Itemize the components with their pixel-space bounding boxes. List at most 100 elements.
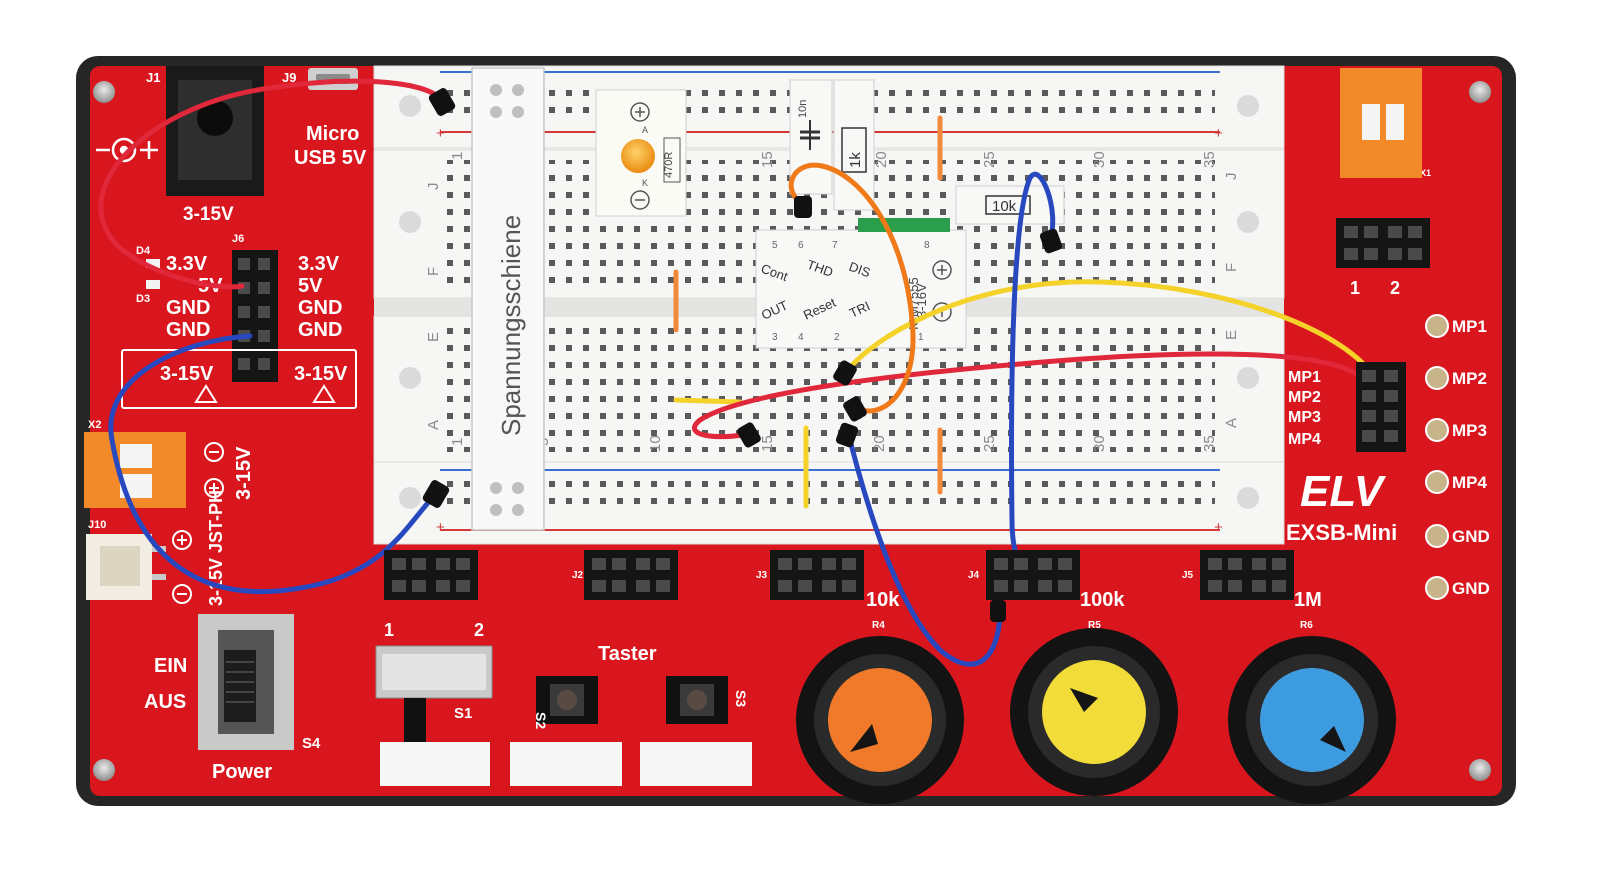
dc-input-label: 3-15V bbox=[183, 204, 234, 225]
mp2-label: MP2 bbox=[1452, 369, 1487, 388]
pot-value-10k: 10k bbox=[866, 589, 900, 611]
col-number-bottom-20: 20 bbox=[871, 435, 888, 452]
header-j5[interactable] bbox=[1200, 550, 1294, 600]
knob-1m[interactable] bbox=[1228, 636, 1396, 804]
rail-plus-bottom-right: + bbox=[1214, 519, 1223, 536]
col-number-top-20: 20 bbox=[873, 151, 890, 168]
pin-right-3-15v: 3-15V bbox=[294, 363, 348, 385]
mp-header[interactable] bbox=[1356, 362, 1406, 452]
ic-pin-dis: DIS bbox=[847, 259, 873, 281]
pin-left-gnd-1: GND bbox=[166, 297, 210, 319]
pin-right-5v: 5V bbox=[298, 275, 323, 297]
s3-label: S3 bbox=[733, 690, 749, 707]
col-number-top-30: 30 bbox=[1091, 151, 1108, 168]
jst-connector[interactable] bbox=[86, 534, 166, 600]
terminal-block-x2[interactable] bbox=[84, 432, 186, 508]
pot-value-1m: 1M bbox=[1294, 589, 1322, 611]
power-header-j6[interactable] bbox=[232, 250, 278, 382]
row-letter-e-right: E bbox=[1223, 330, 1240, 340]
capacitor-module[interactable] bbox=[789, 79, 833, 195]
pin-right-3v3: 3.3V bbox=[298, 253, 340, 275]
rail-plus-bottom-left: + bbox=[436, 519, 445, 536]
wires bbox=[98, 78, 1375, 667]
j-pin-label-2: 2 bbox=[474, 620, 484, 640]
screws bbox=[93, 81, 1491, 781]
pin-left-3-15v: 3-15V bbox=[160, 363, 214, 385]
switch-off-label: AUS bbox=[144, 691, 186, 713]
j10-label: J10 bbox=[88, 519, 106, 531]
dip-label-1: 1 bbox=[1350, 278, 1360, 298]
resistor-1k-module[interactable] bbox=[833, 79, 875, 211]
mp4-label: MP4 bbox=[1452, 473, 1488, 492]
voltage-rail-module[interactable] bbox=[471, 67, 545, 531]
led-anode-label: A bbox=[642, 125, 648, 135]
resistor-10k-module[interactable] bbox=[955, 185, 1065, 225]
led-module[interactable] bbox=[595, 89, 687, 217]
model-label: EXSB-Mini bbox=[1286, 520, 1397, 545]
row-letter-f-left: F bbox=[425, 267, 442, 276]
led-resistor-label: 470R bbox=[663, 152, 675, 178]
svg-text:7: 7 bbox=[832, 240, 838, 251]
s2-label: S2 bbox=[533, 712, 549, 729]
micro-usb-label-2: USB 5V bbox=[294, 147, 367, 169]
rail-plus-top-right: + bbox=[1214, 125, 1223, 142]
measure-point-pads[interactable] bbox=[1425, 314, 1449, 600]
push-button-s2[interactable] bbox=[536, 676, 598, 724]
ic-voltage-label: 3-16V bbox=[914, 283, 929, 318]
ic-module[interactable] bbox=[755, 218, 967, 349]
rail-plus-top-left: + bbox=[436, 125, 445, 142]
dip-header[interactable] bbox=[1336, 218, 1430, 268]
svg-text:3: 3 bbox=[772, 332, 778, 343]
push-button-s3[interactable] bbox=[666, 676, 728, 724]
brand-logo: ELV bbox=[1300, 467, 1387, 516]
rail-module-label: Spannungsschiene bbox=[496, 215, 526, 436]
pot-value-100k: 100k bbox=[1080, 589, 1125, 611]
svg-text:8: 8 bbox=[924, 240, 930, 251]
status-leds bbox=[146, 259, 160, 289]
row-letter-f-right: F bbox=[1223, 263, 1240, 272]
svg-text:2: 2 bbox=[834, 332, 840, 343]
col-number-bottom-35: 35 bbox=[1201, 435, 1218, 452]
resistor-1k-label: 1k bbox=[847, 152, 864, 168]
header-j4[interactable] bbox=[986, 550, 1080, 600]
taster-label: Taster bbox=[598, 643, 657, 665]
row-letter-j-left: J bbox=[425, 183, 442, 191]
j5-label: J5 bbox=[1182, 570, 1194, 581]
row-letter-e-left: E bbox=[425, 332, 442, 342]
header-j3[interactable] bbox=[770, 550, 864, 600]
x1-label: X1 bbox=[1420, 168, 1431, 178]
col-number-top-15: 15 bbox=[759, 151, 776, 168]
col-number-bottom-30: 30 bbox=[1091, 435, 1108, 452]
d4-label: D4 bbox=[136, 245, 151, 257]
pot-ref-r5: R5 bbox=[1088, 620, 1101, 631]
col-number-bottom-15: 15 bbox=[759, 435, 776, 452]
power-switch[interactable] bbox=[198, 614, 294, 750]
mp3-label: MP3 bbox=[1452, 421, 1487, 440]
slide-switch-s1[interactable] bbox=[375, 645, 493, 750]
pot-ref-r6: R6 bbox=[1300, 620, 1313, 631]
power-label: Power bbox=[212, 761, 272, 783]
col-number-bottom-25: 25 bbox=[981, 435, 998, 452]
row-letter-j-right: J bbox=[1223, 173, 1240, 181]
capacitor-label: 10n bbox=[797, 100, 809, 118]
header-label-mp2: MP2 bbox=[1288, 389, 1321, 406]
header-label-mp4: MP4 bbox=[1288, 431, 1321, 448]
switch-on-label: EIN bbox=[154, 655, 187, 677]
warning-icon bbox=[121, 349, 357, 409]
knob-10k[interactable] bbox=[796, 636, 964, 804]
dc-jack[interactable] bbox=[166, 66, 264, 196]
x2-label: X2 bbox=[88, 419, 101, 431]
micro-usb-label-1: Micro bbox=[306, 123, 359, 145]
svg-text:5: 5 bbox=[772, 240, 778, 251]
j-pin-label-1: 1 bbox=[384, 620, 394, 640]
pin-right-gnd-1: GND bbox=[298, 297, 342, 319]
header-j1b[interactable] bbox=[384, 550, 478, 600]
gnd1-label: GND bbox=[1452, 527, 1490, 546]
col-number-bottom-1: 1 bbox=[449, 438, 466, 446]
row-letter-a-left: A bbox=[425, 420, 442, 430]
dip-switch-x1[interactable] bbox=[1340, 68, 1422, 178]
knob-100k[interactable] bbox=[1010, 628, 1178, 796]
col-number-top-35: 35 bbox=[1201, 151, 1218, 168]
header-j2[interactable] bbox=[584, 550, 678, 600]
